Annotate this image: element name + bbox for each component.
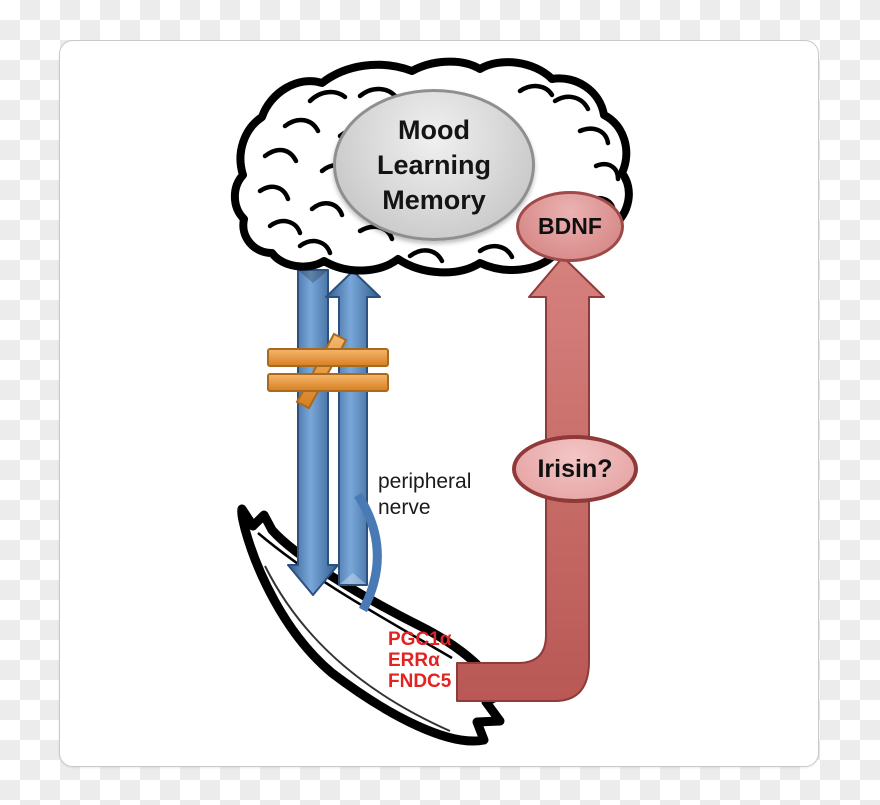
bdnf-oval: BDNF [516,191,624,262]
gene-erra: ERRα [388,650,440,671]
bdnf-label: BDNF [538,213,602,239]
irisin-pathway-arrow [456,256,605,702]
brain-label-line3: Memory [382,184,486,215]
muscle-genes-label: PGC1α ERRα FNDC5 [388,629,451,692]
irisin-oval: Irisin? [512,435,638,503]
brain-function-ellipse: Mood Learning Memory [333,89,535,241]
peripheral-nerve-label: peripheral nerve [378,469,471,521]
peripheral-nerve-line1: peripheral [378,470,472,493]
irisin-label: Irisin? [537,454,613,483]
blocked-signal-icon [267,332,389,410]
gene-pgc1a: PGC1α [388,629,452,650]
gene-fndc5: FNDC5 [388,671,452,692]
peripheral-nerve-line2: nerve [378,496,431,519]
nerve-arc [354,492,382,613]
figure-panel: Mood Learning Memory BDNF Irisin? periph… [59,40,819,767]
brain-label-line1: Mood [398,114,470,145]
brain-label-line2: Learning [376,149,491,180]
